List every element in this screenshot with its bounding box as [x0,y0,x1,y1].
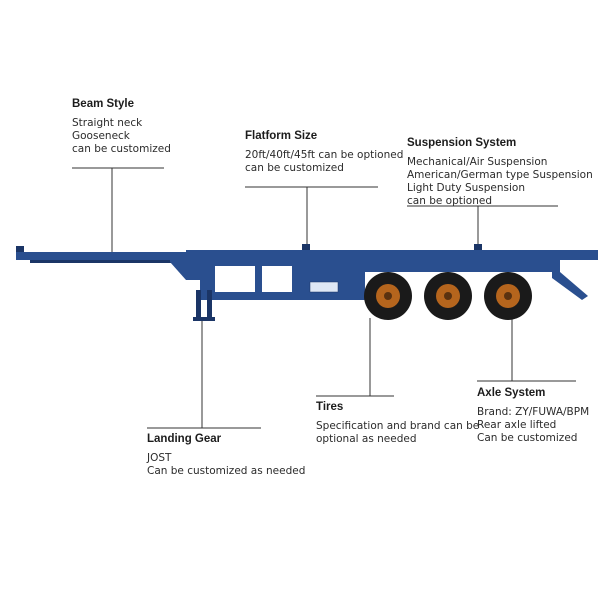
tires-line: Specification and brand can be [316,420,480,432]
landing-gear-line: JOST [147,452,172,464]
flatform-size-title: Flatform Size [245,130,318,142]
twist-lock-2 [474,244,482,250]
frame-window-2 [262,266,292,292]
main-beam [186,250,598,260]
beam-style-line: can be customized [72,143,171,155]
suspension-system-title: Suspension System [407,137,517,149]
beam-style-title: Beam Style [72,98,135,110]
name-plate [309,281,339,293]
callout-beam-style: Beam Style Straight neck Gooseneck can b… [72,98,171,156]
wheel-3 [484,272,532,320]
flatform-size-line: can be customized [245,162,344,174]
landing-gear-leg-1 [196,290,201,318]
suspension-system-line: American/German type Suspension [407,169,593,181]
tires-line: optional as needed [316,433,417,445]
axle-system-line: Can be customized [477,432,578,444]
axle-system-title: Axle System [477,387,546,399]
callout-tires: Tires Specification and brand can be opt… [316,401,479,446]
callout-flatform-size: Flatform Size 20ft/40ft/45ft can be opti… [245,130,403,175]
suspension-system-line: Mechanical/Air Suspension [407,156,548,168]
axle-system-line: Brand: ZY/FUWA/BPM [477,406,590,418]
callout-landing-gear: Landing Gear JOST Can be customized as n… [147,433,305,478]
suspension-system-line: can be optioned [407,195,492,207]
flatform-size-line: 20ft/40ft/45ft can be optioned [245,149,404,161]
twist-lock-3 [16,246,24,252]
wheel-2 [424,272,472,320]
callout-axle-system: Axle System Brand: ZY/FUWA/BPM Rear axle… [477,387,589,445]
landing-gear-foot [193,317,215,321]
wheel-1 [364,272,412,320]
tires-title: Tires [316,401,344,413]
neck-beam [16,252,186,260]
callout-suspension-system: Suspension System Mechanical/Air Suspens… [407,137,593,208]
beam-style-line: Gooseneck [72,130,130,142]
trailer [16,244,598,321]
landing-gear-leg-2 [207,290,212,318]
neck-lower-flange [30,260,180,263]
twist-lock-1 [302,244,310,250]
axle-system-line: Rear axle lifted [477,419,557,431]
landing-gear-title: Landing Gear [147,433,222,445]
beam-style-line: Straight neck [72,117,143,129]
leader-lines [72,167,576,429]
frame-window-1 [215,266,255,292]
rear-bumper [552,272,588,300]
rear-frame [360,258,560,272]
suspension-system-line: Light Duty Suspension [407,182,525,194]
landing-gear-line: Can be customized as needed [147,465,306,477]
